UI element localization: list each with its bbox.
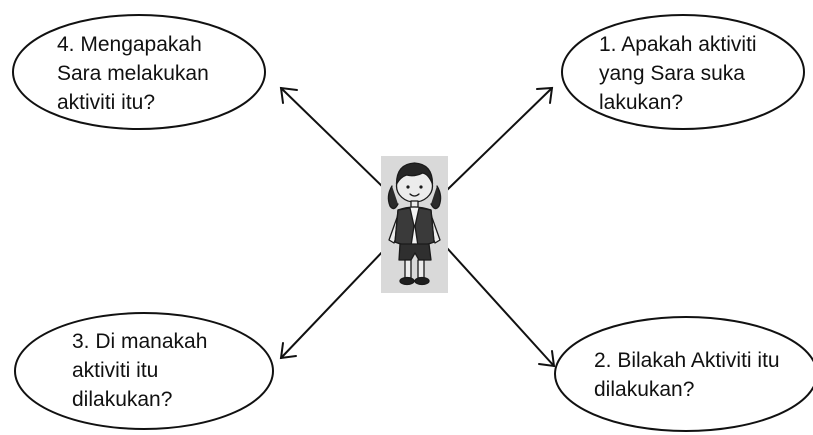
question-4-line-3: aktiviti itu? xyxy=(57,91,156,114)
question-4-line-1: 4. Mengapakah xyxy=(57,33,202,56)
question-2-text: 2. Bilakah Aktiviti itu dilakukan? xyxy=(594,346,780,404)
question-3-text: 3. Di manakah aktiviti itu dilakukan? xyxy=(72,327,207,414)
arrow-to-q2 xyxy=(446,247,556,368)
question-1-line-3: lakukan? xyxy=(599,91,684,114)
question-1-text: 1. Apakah aktiviti yang Sara suka lakuka… xyxy=(599,30,757,117)
question-1-line-2: yang Sara suka xyxy=(599,62,745,85)
question-bubble-2 xyxy=(554,316,813,432)
question-bubble-4 xyxy=(12,14,266,130)
question-3-line-3: dilakukan? xyxy=(72,388,173,411)
question-3-line-1: 3. Di manakah xyxy=(72,330,208,353)
arrow-to-q4 xyxy=(279,86,387,191)
arrow-to-q3 xyxy=(279,247,387,360)
question-3-line-2: aktiviti itu xyxy=(72,359,159,382)
girl-character-icon xyxy=(381,156,448,293)
question-bubble-3 xyxy=(14,312,274,430)
question-4-line-2: Sara melakukan xyxy=(57,62,209,85)
connector-arrows xyxy=(279,86,556,368)
question-4-text: 4. Mengapakah Sara melakukan aktiviti it… xyxy=(57,30,209,117)
question-bubble-1 xyxy=(561,14,805,130)
question-2-line-2: dilakukan? xyxy=(594,378,695,401)
question-2-line-1: 2. Bilakah Aktiviti itu xyxy=(594,349,780,372)
arrow-to-q1 xyxy=(446,86,554,191)
question-1-line-1: 1. Apakah aktiviti xyxy=(599,33,757,56)
